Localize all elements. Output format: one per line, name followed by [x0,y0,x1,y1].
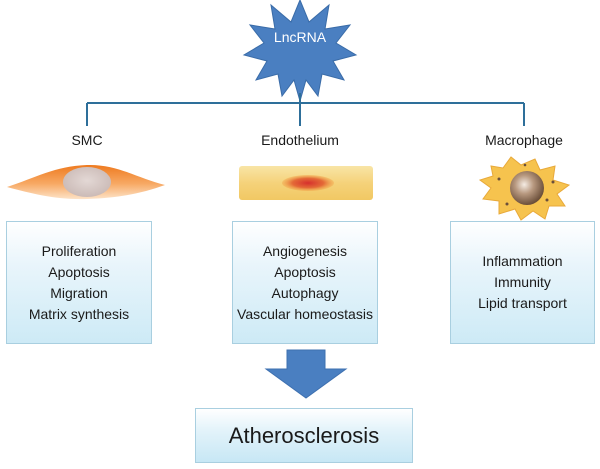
smc-label: SMC [71,132,103,148]
smc-function-item: Proliferation [41,242,117,259]
macrophage-label: Macrophage [485,132,563,148]
macrophage-function-item: Immunity [494,274,551,290]
atherosclerosis-label: Atherosclerosis [228,422,380,448]
smc-functions-box: Proliferation Apoptosis Migration Matrix… [6,221,152,344]
smc-function-item: Apoptosis [48,263,110,280]
endothelial-cell-icon [239,166,373,200]
macrophage-functions-box: Inflammation Immunity Lipid transport [450,221,595,344]
smc-cell-icon [7,164,165,200]
smc-function-item: Matrix synthesis [28,305,130,322]
endothelium-function-item: Apoptosis [274,263,336,280]
atherosclerosis-box: Atherosclerosis [195,408,413,463]
macrophage-function-item: Inflammation [482,253,563,269]
endothelium-functions-box: Angiogenesis Apoptosis Autophagy Vascula… [232,221,378,344]
macrophage-function-item: Lipid transport [478,295,567,311]
down-arrow [264,349,348,399]
endothelium-label: Endothelium [261,132,339,148]
lncrna-star-shape [242,0,358,103]
smc-function-item: Migration [50,284,108,301]
lncrna-label: LncRNA [273,29,327,45]
macrophage-cell-icon [478,156,571,221]
endothelium-function-item: Autophagy [271,284,339,301]
endothelium-function-item: Angiogenesis [262,242,348,259]
endothelium-function-item: Vascular homeostasis [237,305,373,322]
